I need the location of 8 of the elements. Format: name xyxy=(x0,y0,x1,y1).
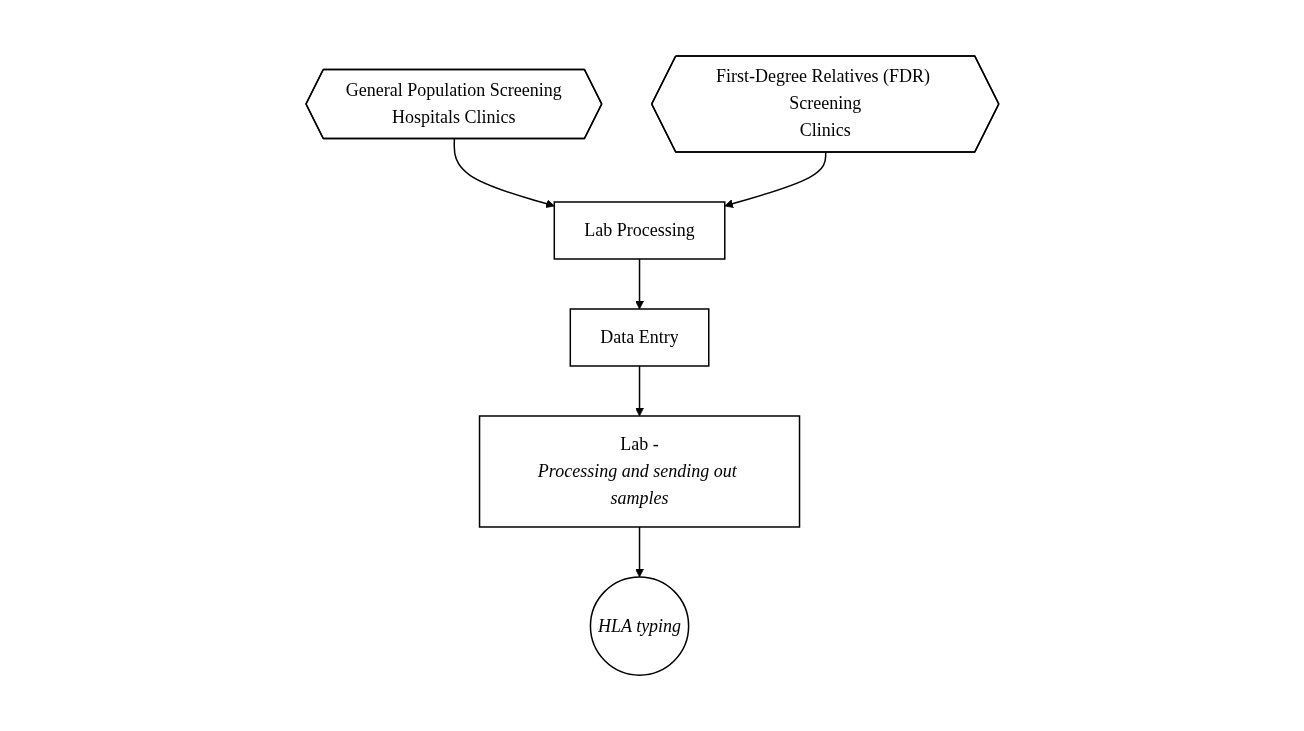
arrow xyxy=(634,526,644,578)
node-box: Lab Processing xyxy=(553,201,726,260)
node-box: Data Entry xyxy=(569,308,710,367)
node-circle: HLA typing xyxy=(589,576,689,676)
node-box: Lab - Processing and sending out samples xyxy=(478,415,800,528)
arrow xyxy=(634,258,644,310)
arrow xyxy=(724,151,827,208)
arrow xyxy=(634,365,644,417)
